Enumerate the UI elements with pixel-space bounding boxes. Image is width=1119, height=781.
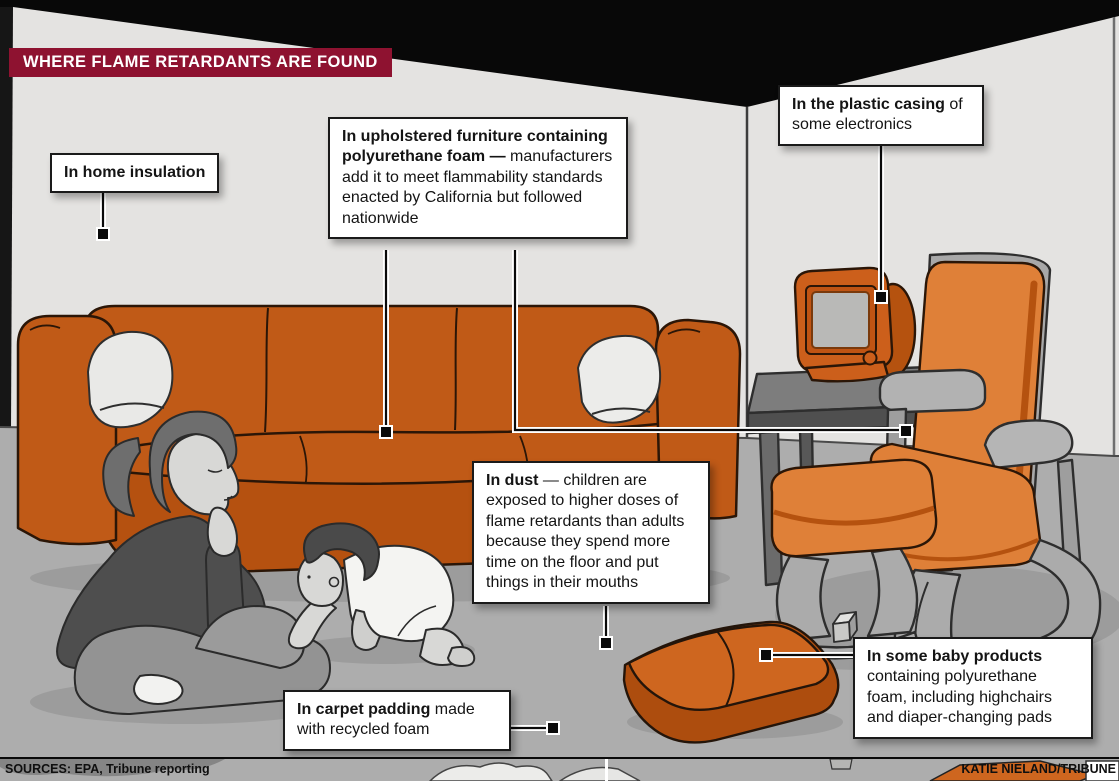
callout-baby-products-bold: In some baby products	[867, 648, 1043, 665]
leader-dots	[96, 227, 913, 735]
toy-block	[832, 611, 858, 643]
callout-plastic-casing-bold: In the plastic casing	[792, 96, 945, 113]
callout-baby-products-rest: containing polyurethane foam, including …	[867, 668, 1053, 727]
sources-text: SOURCES: EPA, Tribune reporting	[5, 762, 210, 776]
callout-home-insulation: In home insulation	[50, 153, 220, 194]
title-bar: WHERE FLAME RETARDANTS ARE FOUND	[9, 48, 392, 77]
credit-band: SOURCES: EPA, Tribune reporting KATIE NI…	[0, 757, 1119, 781]
page-title: WHERE FLAME RETARDANTS ARE FOUND	[23, 53, 378, 71]
callout-upholstered-furniture-rest: manufacturers add it to meet flammabilit…	[342, 148, 613, 227]
callout-dust-rest: — children are exposed to higher doses o…	[486, 472, 685, 592]
throw-pillows	[87, 330, 662, 429]
callout-carpet-padding-rest: made with recycled foam	[297, 701, 475, 739]
credit-text: KATIE NIELAND/TRIBUNE	[961, 762, 1116, 776]
callout-plastic-casing-rest: of some electronics	[792, 96, 963, 134]
callout-upholstered-furniture: In upholstered furniture containing poly…	[328, 117, 628, 240]
ceiling	[0, 0, 1119, 107]
tv-illustration	[793, 266, 917, 383]
callout-dust: In dust — children are exposed to higher…	[472, 461, 710, 604]
left-wall-edge	[0, 7, 13, 430]
mother-illustration	[56, 410, 331, 715]
leader-cores	[101, 143, 902, 730]
baby-illustration	[287, 522, 476, 667]
callout-dust-bold: In dust	[486, 472, 539, 489]
callout-carpet-padding: In carpet padding made with recycled foa…	[283, 690, 511, 751]
callout-carpet-padding-bold: In carpet padding	[297, 701, 431, 718]
callout-baby-products: In some baby products containing polyure…	[853, 637, 1093, 739]
credit-band-decoration	[0, 759, 1119, 781]
callout-upholstered-furniture-bold: In upholstered furniture containing poly…	[342, 128, 608, 166]
callout-home-insulation-bold: In home insulation	[64, 164, 206, 181]
callout-plastic-casing: In the plastic casing of some electronic…	[778, 85, 984, 146]
